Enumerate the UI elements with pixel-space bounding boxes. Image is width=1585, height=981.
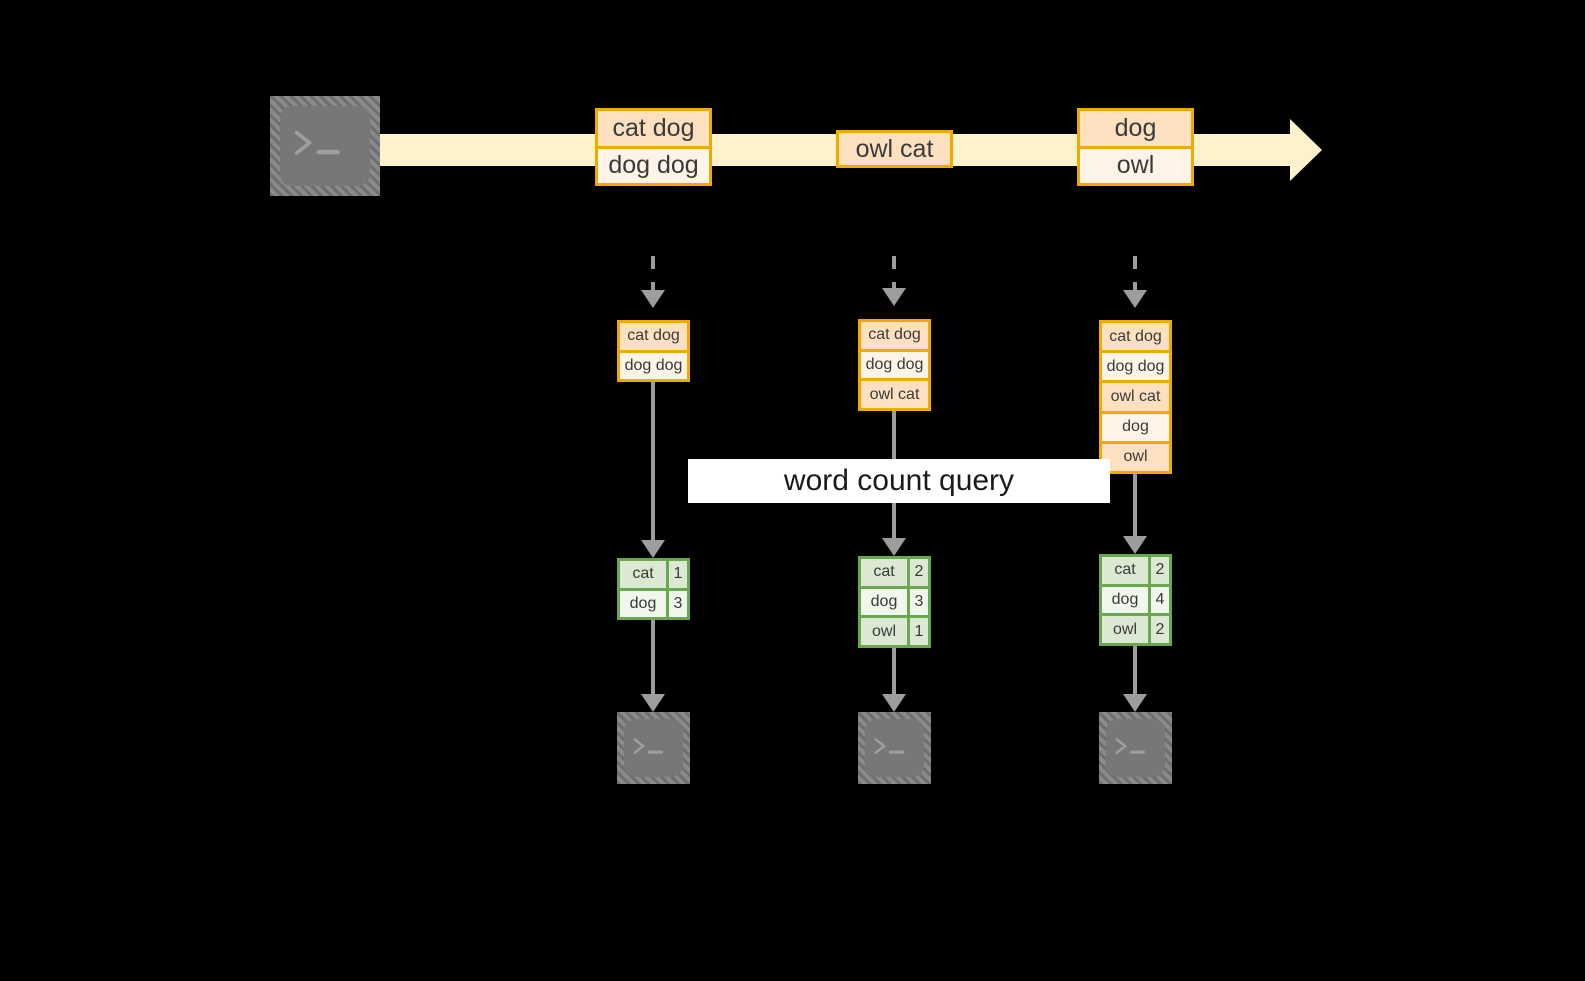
table-row: owl 1	[861, 615, 928, 646]
table-row: cat 1	[620, 561, 687, 588]
stream-record-3: dog owl	[1077, 108, 1194, 186]
accumulated-line: dog dog	[620, 349, 687, 379]
prompt-glyph-icon	[294, 130, 340, 155]
accumulated-records-2: cat dog dog dog owl cat	[858, 319, 931, 411]
count-cell: 4	[1148, 586, 1169, 614]
count-cell: 2	[1148, 557, 1169, 584]
prompt-glyph-icon	[1115, 737, 1146, 754]
dashed-arrow-head-icon	[882, 288, 906, 306]
count-cell: 1	[907, 618, 928, 646]
dashed-down-arrow-icon	[892, 256, 896, 292]
source-terminal-icon	[270, 96, 380, 196]
table-row: cat 2	[861, 559, 928, 586]
count-cell: 2	[907, 559, 928, 586]
record-line: owl cat	[839, 133, 950, 165]
down-arrow-icon	[1133, 474, 1137, 538]
right-arrow-icon	[1290, 119, 1322, 181]
word-cell: owl	[1102, 616, 1148, 644]
count-cell: 3	[907, 588, 928, 616]
word-cell: cat	[620, 561, 666, 588]
down-arrow-head-icon	[641, 694, 665, 712]
accumulated-line: owl cat	[1102, 380, 1169, 411]
down-arrow-head-icon	[641, 540, 665, 558]
accumulated-line: cat dog	[620, 323, 687, 350]
accumulated-line: cat dog	[861, 322, 928, 349]
record-line: dog	[1080, 111, 1191, 146]
table-row: owl 2	[1102, 613, 1169, 644]
sink-terminal-icon-3	[1099, 712, 1172, 784]
dashed-arrow-head-icon	[1123, 290, 1147, 308]
prompt-glyph-icon	[633, 737, 664, 754]
table-row: dog 3	[861, 585, 928, 616]
result-table-1: cat 1 dog 3	[617, 558, 690, 620]
down-arrow-icon	[651, 620, 655, 696]
down-arrow-head-icon	[882, 694, 906, 712]
dashed-down-arrow-icon	[651, 256, 655, 292]
query-banner: word count query	[688, 459, 1110, 503]
word-cell: owl	[861, 618, 907, 646]
count-cell: 3	[666, 590, 687, 617]
word-cell: dog	[861, 588, 907, 616]
accumulated-line: owl	[1102, 440, 1169, 472]
down-arrow-head-icon	[1123, 694, 1147, 712]
table-row: dog 4	[1102, 583, 1169, 614]
sink-terminal-icon-2	[858, 712, 931, 784]
result-table-3: cat 2 dog 4 owl 2	[1099, 554, 1172, 646]
down-arrow-icon	[1133, 646, 1137, 696]
record-line: cat dog	[598, 111, 709, 146]
accumulated-line: dog dog	[1102, 350, 1169, 381]
stream-record-1: cat dog dog dog	[595, 108, 712, 186]
accumulated-line: dog dog	[861, 348, 928, 379]
down-arrow-icon	[651, 382, 655, 542]
word-cell: cat	[861, 559, 907, 586]
record-line: dog dog	[598, 145, 709, 183]
accumulated-line: cat dog	[1102, 323, 1169, 351]
accumulated-records-3: cat dog dog dog owl cat dog owl	[1099, 320, 1172, 474]
count-cell: 1	[666, 561, 687, 588]
word-cell: dog	[1102, 586, 1148, 614]
down-arrow-head-icon	[882, 538, 906, 556]
query-banner-label: word count query	[783, 464, 1015, 497]
result-table-2: cat 2 dog 3 owl 1	[858, 556, 931, 648]
dashed-arrow-head-icon	[641, 290, 665, 308]
count-cell: 2	[1148, 616, 1169, 644]
sink-terminal-icon-1	[617, 712, 690, 784]
word-cell: dog	[620, 590, 666, 617]
table-row: cat 2	[1102, 557, 1169, 584]
accumulated-line: owl cat	[861, 378, 928, 409]
down-arrow-head-icon	[1123, 536, 1147, 554]
accumulated-line: dog	[1102, 410, 1169, 441]
stream-record-2: owl cat	[836, 130, 953, 168]
word-cell: cat	[1102, 557, 1148, 584]
record-line: owl	[1080, 145, 1191, 183]
accumulated-records-1: cat dog dog dog	[617, 320, 690, 382]
dashed-down-arrow-icon	[1133, 256, 1137, 292]
prompt-glyph-icon	[874, 737, 905, 754]
down-arrow-icon	[892, 648, 896, 696]
table-row: dog 3	[620, 587, 687, 617]
